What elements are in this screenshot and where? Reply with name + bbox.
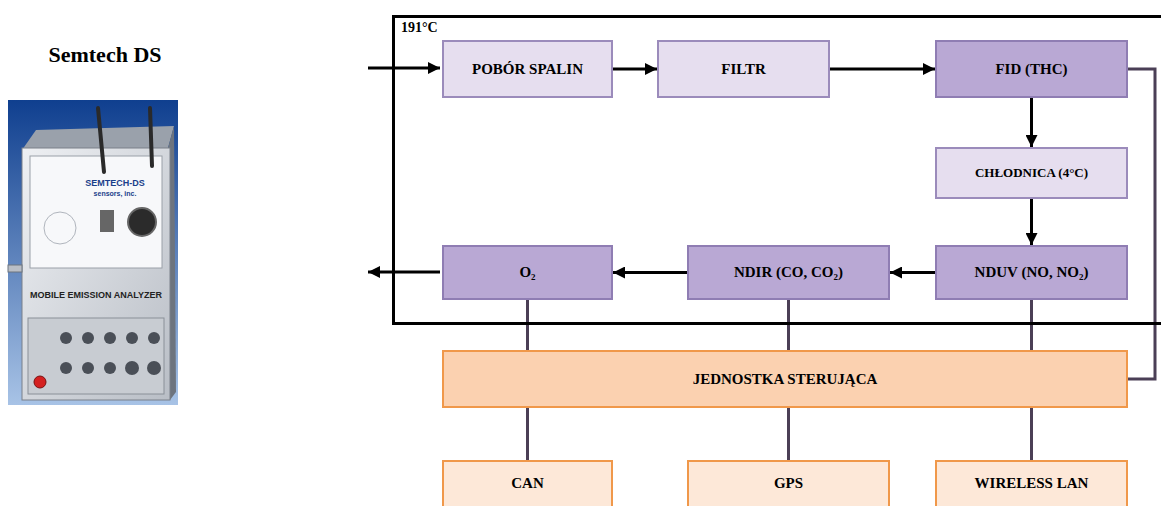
antenna	[98, 108, 104, 172]
flow-arrow	[613, 271, 687, 274]
analyzer-box: NDUV (NO, NO₂)	[935, 245, 1128, 300]
device-panel	[30, 156, 162, 268]
box-label: GPS	[774, 475, 803, 492]
box-label: CHŁODNICA (4°C)	[975, 165, 1088, 181]
panel-emblem	[44, 212, 76, 244]
photo-background	[8, 100, 178, 405]
box-label: FID (THC)	[995, 61, 1067, 78]
device-label: SEMTECH-DS	[68, 178, 162, 188]
signal-line	[787, 408, 790, 460]
heated-zone: 191°C POBÓR SPALIN FILTR FID (THC) CHŁODNICA…	[392, 15, 1161, 325]
signal-line	[526, 300, 529, 350]
signal-line	[1128, 69, 1155, 379]
sample-fitting	[8, 265, 22, 272]
process-box: FILTR	[657, 40, 830, 98]
flow-arrow	[830, 68, 935, 71]
box-label: FILTR	[721, 61, 765, 78]
flow-arrow	[613, 68, 657, 71]
switch	[100, 210, 114, 232]
analyzer-box: NDIR (CO, CO₂)	[687, 245, 890, 300]
antenna	[150, 108, 152, 166]
interface-box: CAN	[442, 460, 613, 506]
temperature-label: 191°C	[401, 20, 1161, 36]
title-text: Semtech DS	[20, 42, 190, 68]
process-box: POBÓR SPALIN	[442, 40, 613, 98]
flow-arrow	[1030, 98, 1033, 147]
connectors	[60, 332, 161, 375]
signal-line	[1030, 300, 1033, 350]
analyzer-box: O₂	[442, 245, 613, 300]
flow-arrow	[1030, 199, 1033, 245]
signal-line	[1030, 408, 1033, 460]
device-front	[22, 148, 170, 400]
connector-panel	[28, 318, 164, 394]
device-label: sensors, inc.	[68, 190, 162, 197]
interface-box: WIRELESS LAN	[935, 460, 1128, 506]
heated-filter	[128, 208, 156, 236]
box-label: O₂	[519, 264, 535, 281]
box-label: JEDNOSTKA STERUJĄCA	[693, 371, 878, 388]
box-label: NDUV (NO, NO₂)	[975, 264, 1089, 281]
box-label: CAN	[511, 475, 544, 492]
input-arrow	[368, 67, 440, 70]
signal-line	[787, 300, 790, 350]
signal-line	[526, 408, 529, 460]
output-arrow	[368, 271, 440, 274]
process-box: CHŁODNICA (4°C)	[935, 147, 1128, 199]
box-label: POBÓR SPALIN	[472, 61, 583, 78]
power-button	[34, 376, 46, 388]
flow-arrow	[890, 271, 935, 274]
interface-box: GPS	[687, 460, 890, 506]
box-label: NDIR (CO, CO₂)	[734, 264, 843, 281]
box-label: WIRELESS LAN	[975, 475, 1089, 492]
device-label: MOBILE EMISSION ANALYZER	[22, 290, 170, 300]
control-unit: JEDNOSTKA STERUJĄCA	[442, 350, 1128, 408]
analyzer-box: FID (THC)	[935, 40, 1128, 98]
